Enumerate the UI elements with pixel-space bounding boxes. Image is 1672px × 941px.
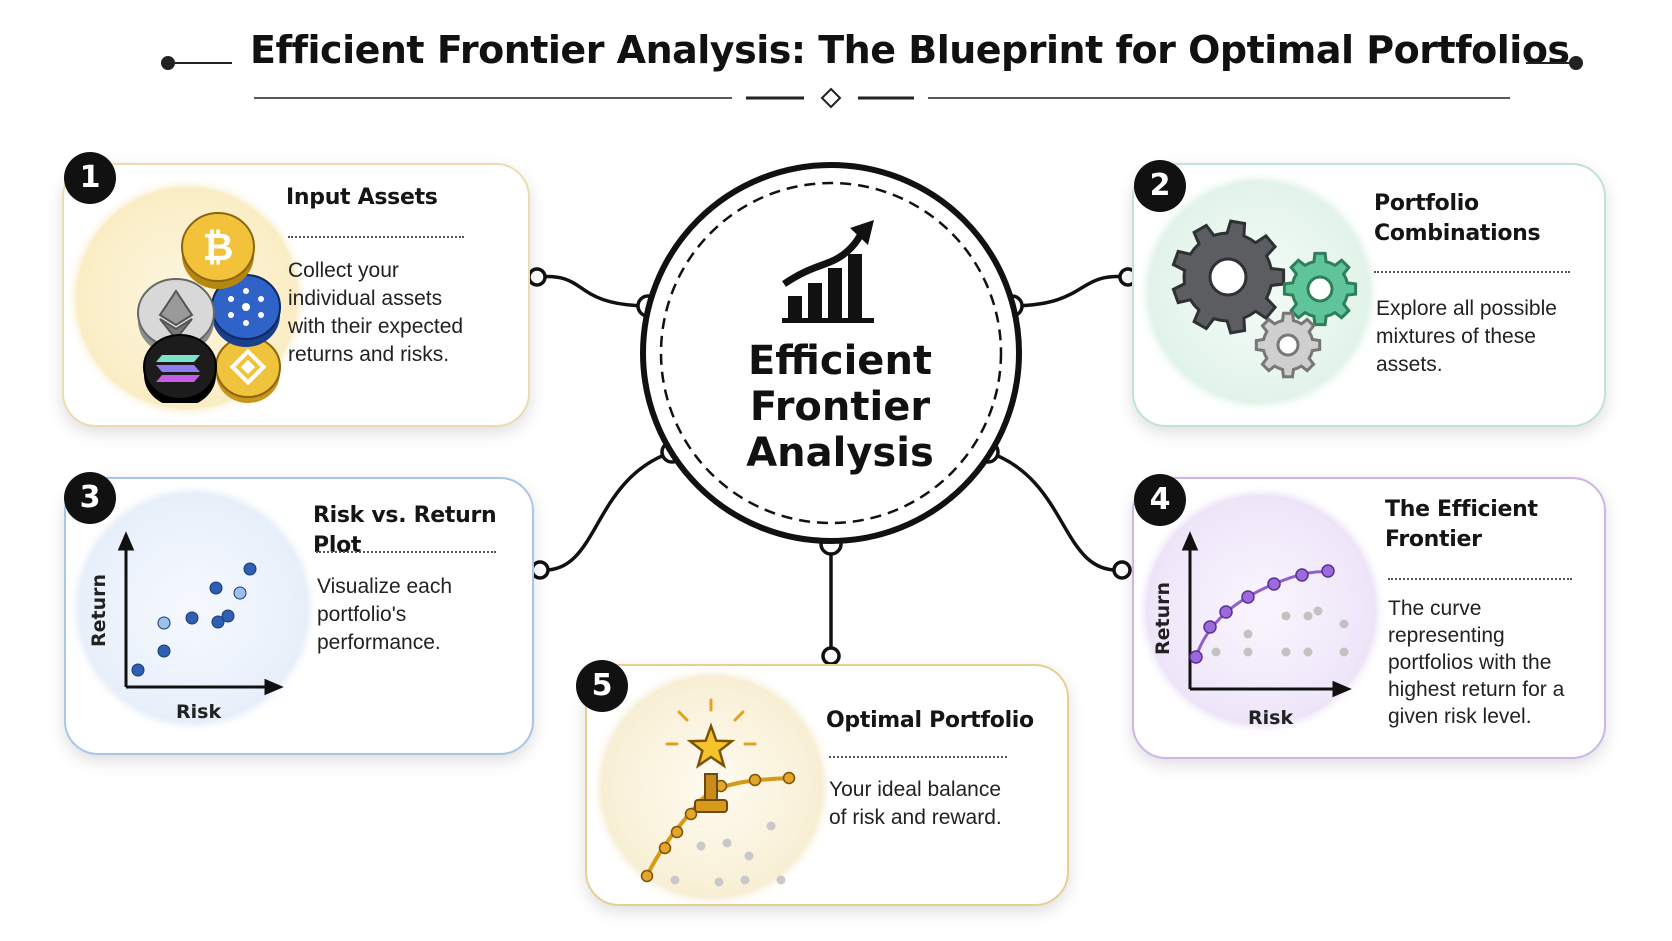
- gear-hole: [1306, 275, 1334, 303]
- scatter-point: [233, 586, 247, 600]
- step-title: The Efficient Frontier: [1385, 497, 1538, 552]
- cloud-point: [776, 875, 786, 885]
- scatter-points: [670, 821, 786, 887]
- frontier-point: [1295, 568, 1309, 582]
- svg-text:₿: ₿: [203, 225, 234, 269]
- curve-point: [684, 807, 698, 821]
- cloud-point: [1339, 647, 1349, 657]
- y-axis-label: Return: [88, 573, 110, 647]
- curve-point: [748, 773, 762, 787]
- step-title: Portfolio Combinations: [1374, 191, 1541, 246]
- frontier-point: [1189, 650, 1203, 664]
- dotted-divider: [316, 551, 496, 553]
- frontier-point: [1321, 564, 1335, 578]
- curve-point: [640, 869, 654, 883]
- header: Efficient Frontier Analysis: The Bluepri…: [0, 0, 1672, 120]
- star-icon: [686, 722, 736, 769]
- growth-chart-icon: [782, 220, 874, 323]
- frontier-point: [1203, 620, 1217, 634]
- cloud-point: [1211, 647, 1221, 657]
- cloud-point: [1281, 647, 1291, 657]
- scatter-point: [131, 663, 145, 677]
- cloud-point: [766, 821, 776, 831]
- star-trophy-icon: [640, 698, 796, 887]
- frontier-point: [1267, 577, 1281, 591]
- x-axis-label: Risk: [1248, 707, 1294, 729]
- curve-point: [670, 825, 684, 839]
- step-description: Visualize each portfolio's performance.: [317, 575, 453, 654]
- cloud-point: [1339, 619, 1349, 629]
- crypto-coins-icon: ₿: [137, 212, 281, 403]
- scatter-points: [131, 562, 257, 677]
- cloud-point: [714, 877, 724, 887]
- cloud-point: [1243, 629, 1253, 639]
- cloud-point: [696, 841, 706, 851]
- step-card-portfolio-combinations: Portfolio Combinations Explore all possi…: [1132, 163, 1606, 427]
- plot-axes: [1181, 531, 1352, 698]
- step-description: Explore all possible mixtures of these a…: [1376, 297, 1557, 376]
- cloud-point: [744, 851, 754, 861]
- scatter-point: [185, 611, 199, 625]
- cloud-point: [1303, 611, 1313, 621]
- step-title: Optimal Portfolio: [826, 708, 1034, 733]
- cloud-point: [740, 875, 750, 885]
- scatter-plot-icon: [117, 531, 284, 696]
- cloud-point: [1303, 647, 1313, 657]
- scatter-point: [211, 615, 225, 629]
- plot-axes: [117, 531, 284, 696]
- frontier-point: [1241, 590, 1255, 604]
- scatter-point: [221, 609, 235, 623]
- cloud-point: [1281, 611, 1291, 621]
- step-card-risk-vs-return-plot: Return Risk Risk vs. Return Plot Visuali…: [64, 477, 534, 755]
- frontier-curve-icon: [1181, 531, 1352, 698]
- curve-point: [658, 841, 672, 855]
- scatter-points: [1211, 606, 1349, 657]
- dotted-divider: [288, 236, 464, 238]
- step-number-badge: 4: [1134, 474, 1186, 526]
- center-title-line: Frontier: [749, 384, 931, 430]
- step-card-input-assets: ₿ Input Assets Collect your individual a…: [62, 163, 530, 427]
- step-number-badge: 1: [64, 152, 116, 204]
- curve-point: [782, 771, 796, 785]
- center-title: Efficient Frontier Analysis: [700, 338, 980, 476]
- frontier-point: [1219, 605, 1233, 619]
- gear-hole: [1208, 257, 1248, 297]
- step-number-badge: 5: [576, 660, 628, 712]
- trophy-stand: [694, 773, 728, 813]
- sparkle-icon: [665, 698, 757, 746]
- step-description: The curve representing portfolios with t…: [1388, 597, 1565, 728]
- frontier-points: [1189, 564, 1335, 664]
- dotted-divider: [829, 756, 1007, 758]
- center-title-line: Analysis: [746, 430, 934, 476]
- cloud-point: [670, 875, 680, 885]
- x-axis-label: Risk: [176, 701, 222, 723]
- cloud-point: [1313, 606, 1323, 616]
- scatter-point: [157, 644, 171, 658]
- gears-icon: [1171, 219, 1358, 379]
- scatter-point: [209, 581, 223, 595]
- dotted-divider: [1388, 578, 1572, 580]
- step-card-optimal-portfolio: Optimal Portfolio Your ideal balance of …: [585, 664, 1069, 906]
- scatter-point: [157, 616, 171, 630]
- gear-hole: [1276, 333, 1300, 357]
- center-title-line: Efficient: [747, 338, 933, 384]
- title-ornament: [161, 56, 1583, 109]
- cloud-point: [722, 838, 732, 848]
- step-card-efficient-frontier: Return Risk The Efficient Frontier The c…: [1132, 477, 1606, 759]
- cloud-point: [1243, 647, 1253, 657]
- step-description: Your ideal balance of risk and reward.: [829, 778, 1002, 829]
- step-number-badge: 3: [64, 472, 116, 524]
- step-title: Risk vs. Return Plot: [313, 503, 497, 558]
- page-title: Efficient Frontier Analysis: The Bluepri…: [250, 28, 1570, 72]
- y-axis-label: Return: [1152, 581, 1174, 655]
- scatter-point: [243, 562, 257, 576]
- curve-points: [640, 771, 796, 883]
- step-description: Collect your individual assets with thei…: [288, 259, 464, 366]
- step-title: Input Assets: [286, 185, 438, 210]
- step-number-badge: 2: [1134, 160, 1186, 212]
- dotted-divider: [1374, 271, 1570, 273]
- connectors: [536, 274, 1129, 656]
- center-hub: [640, 162, 1022, 544]
